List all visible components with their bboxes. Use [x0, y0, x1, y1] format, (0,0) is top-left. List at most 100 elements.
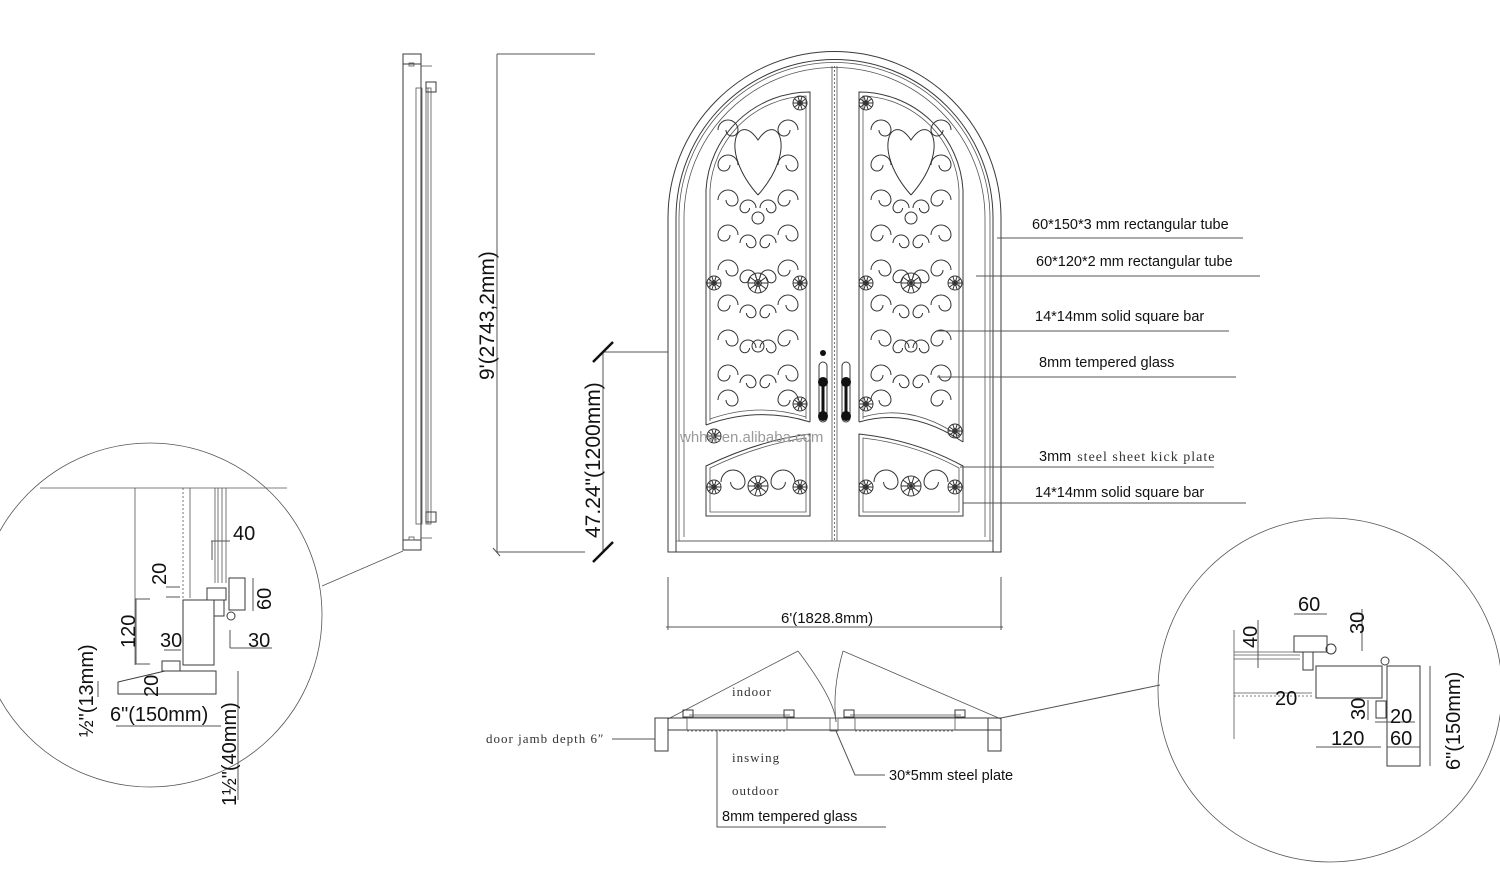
rosette-petal [797, 486, 801, 494]
rosette-petal [708, 482, 715, 488]
rosette-petal [865, 276, 869, 284]
scroll-curl [759, 269, 777, 284]
detail-right-20a: 20 [1275, 688, 1297, 710]
rosette-petal [713, 435, 717, 443]
rosette-petal [865, 486, 869, 494]
rosette-center [863, 280, 869, 286]
scroll-curl [923, 469, 949, 490]
rosette-petal [713, 429, 717, 437]
detail-right-40: 40 [1240, 626, 1262, 648]
scroll-ring [904, 211, 918, 225]
rosette-petal [865, 278, 872, 284]
scroll-curl [777, 364, 799, 382]
rosette-petal [754, 282, 759, 293]
scroll-curl [892, 304, 910, 319]
threshold-high-label: 1½"(40mm) [219, 702, 241, 806]
rosette-petal [794, 102, 801, 108]
scroll-curl [892, 269, 910, 284]
rosette-petal [952, 486, 956, 494]
rosette-petal [799, 486, 806, 492]
rosette-petal [949, 282, 956, 288]
rosette-petal [799, 486, 803, 494]
rosette-petal [865, 482, 872, 488]
rosette-petal [799, 282, 803, 290]
rosette-petal [799, 399, 806, 405]
scroll-curl [930, 364, 952, 382]
rosette-petal [794, 399, 801, 405]
rosette-petal [907, 476, 912, 487]
rosette-petal [954, 430, 958, 438]
rosette-petal [863, 486, 867, 494]
heart-scroll [887, 129, 935, 196]
scroll-curl [912, 374, 930, 389]
rosette-petal [708, 282, 715, 288]
rosette-petal [713, 276, 717, 284]
rosette-petal [797, 102, 801, 110]
jamb-detail: 60 30 40 20 30 20 120 60 6"(150mm) [1157, 517, 1500, 863]
rosette-center [754, 482, 762, 490]
rosette-petal [949, 486, 956, 492]
rosette-center [863, 100, 869, 106]
rosette-petal [708, 486, 715, 492]
callout-square-bar-lower: 14*14mm solid square bar [1035, 485, 1204, 501]
rosette-petal [863, 282, 867, 290]
scroll-curl [739, 199, 757, 214]
scroll-curl [930, 119, 952, 137]
scroll-curl [912, 234, 930, 249]
scroll-curl [759, 374, 777, 389]
scroll-curl [717, 224, 739, 242]
rosette-petal [863, 276, 867, 284]
rosette-petal [797, 276, 801, 284]
rosette-petal [902, 276, 912, 284]
heart-scroll [734, 129, 782, 196]
handle-height-label: 47.24"(1200mm) [582, 382, 605, 538]
rosette-petal [952, 430, 956, 438]
rosette-petal [910, 476, 915, 487]
scroll-curl [777, 119, 799, 137]
rosette-petal [749, 479, 759, 487]
rosette-petal [952, 480, 956, 488]
rosette-petal [865, 397, 869, 405]
detail-right-60a: 60 [1298, 594, 1320, 616]
rosette-petal [754, 273, 759, 284]
scroll-curl [717, 259, 739, 277]
scroll-curl [777, 329, 799, 347]
rosette-petal [860, 98, 867, 104]
scroll-curl [870, 224, 892, 242]
scroll-curl [720, 469, 746, 490]
rosette-petal [860, 278, 867, 284]
rosette-petal [863, 102, 867, 110]
rosette-petal [799, 403, 806, 409]
rosette-petal [749, 282, 759, 290]
jamb-depth-label: door jamb depth 6″ [486, 731, 604, 746]
rosette-petal [794, 98, 801, 104]
scroll-curl [870, 189, 892, 207]
scroll-curl [873, 469, 899, 490]
rosette-petal [799, 102, 803, 110]
rosette-petal [794, 486, 801, 492]
width-dimension: 6'(1828.8mm) [666, 577, 1003, 630]
scroll-curl [870, 259, 892, 277]
rosette-center [907, 279, 915, 287]
scroll-curl [930, 389, 952, 407]
rosette-petal [902, 479, 912, 487]
frame-depth-label: 6"(150mm) [1443, 672, 1465, 770]
rosette-center [863, 401, 869, 407]
rosette-petal [713, 486, 720, 492]
rosette-petal [860, 282, 867, 288]
scroll-curl [912, 199, 930, 214]
rosette-petal [757, 476, 762, 487]
rosette-petal [949, 430, 956, 436]
rosette-petal [713, 431, 720, 437]
rosette-petal [713, 486, 717, 494]
detail-left-60: 60 [254, 588, 276, 610]
rosette-petal [799, 102, 806, 108]
scroll-curl [777, 389, 799, 407]
door-elevation [667, 51, 1002, 553]
scroll-curl [759, 304, 777, 319]
scroll-curl [717, 294, 739, 312]
rosette-petal [708, 431, 715, 437]
scroll-curl [777, 294, 799, 312]
scroll-curl [777, 189, 799, 207]
